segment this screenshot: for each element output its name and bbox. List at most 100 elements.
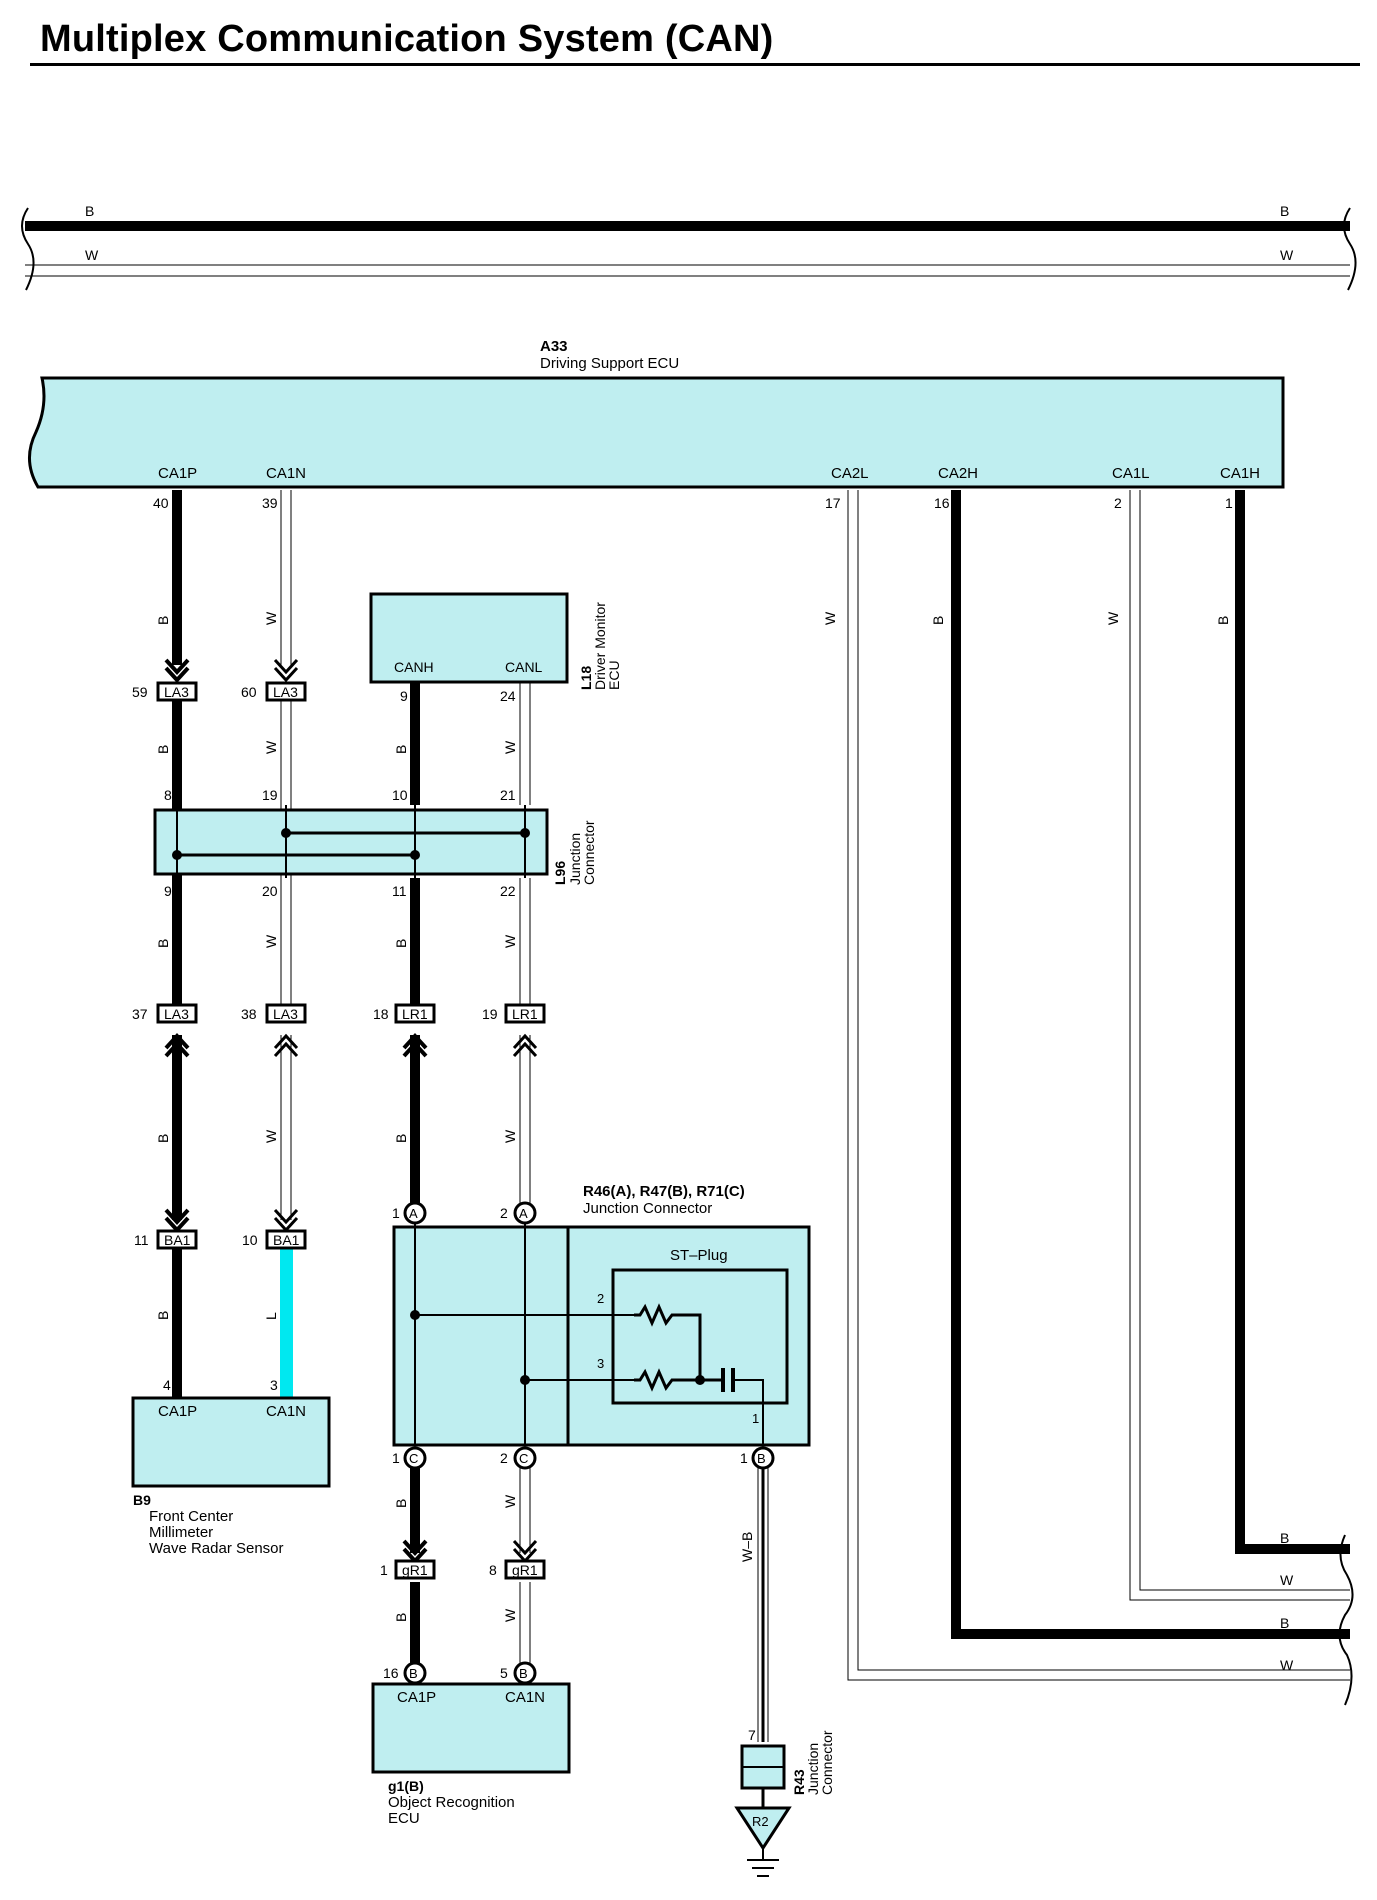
conn-la3-mid: LA3 LA3 37 38 [132,1003,307,1024]
a33-box [28,376,1285,489]
g1-object-recognition-ecu: B B 16 5 CA1P CA1N g1(B) Object Recognit… [371,1661,571,1827]
a33-pin-ca1p: CA1P [158,465,197,482]
wl-3: B [155,745,171,754]
wl-16: W [502,1129,518,1143]
ba1-label-1: BA1 [164,1232,191,1248]
wl-18: W [502,1494,518,1508]
wl-9: B [155,1311,171,1320]
wire-label-ca2h: B [930,616,946,625]
rjc-a-pin-1: 1 [392,1205,400,1221]
ba1-pin-11: 11 [134,1232,149,1248]
a33-num-39: 39 [262,495,278,511]
wl-20: W [502,1608,518,1622]
lower-wires: B W B W W–B [393,1468,769,1742]
rjc-a-letter-2: A [519,1206,528,1221]
ba1-pin-10: 10 [242,1232,258,1248]
br-label-b2: B [1280,1615,1289,1631]
r43-code: R43 [791,1769,807,1795]
a33-num-1: 1 [1225,495,1233,511]
wl-10: L [263,1312,279,1320]
l96-bot-9: 9 [164,883,172,899]
br-label-w1: W [1280,1572,1294,1588]
a33-num-17: 17 [825,495,841,511]
a33-pin-ca1h: CA1H [1220,465,1260,482]
rjc-b-letter: B [757,1451,766,1466]
resistor-1 [634,1303,702,1380]
l18-pin-24: 24 [500,688,516,704]
r43-junction: 7 R43 Junction Connector R2 [734,1727,835,1877]
la3-top-label-2: LA3 [273,684,298,700]
r43-pin-7: 7 [748,1727,756,1743]
g1-ca1p: CA1P [397,1689,436,1706]
wl-1: B [155,616,171,625]
l18-pin-9: 9 [400,688,408,704]
right-wires: W B W B B W B W [822,490,1354,1706]
ground-triangle [734,1806,792,1851]
l96-top-19: 19 [262,787,278,803]
a33-pin-ca1n: CA1N [266,465,306,482]
r43-name1: Junction [805,1743,821,1795]
l18-name2: ECU [606,660,622,690]
rjc-c-letter-2: C [519,1451,528,1466]
b9-code: B9 [133,1492,151,1508]
wl-8: W [263,1129,279,1143]
wl-12: W [502,740,518,754]
g1-pin-5: 5 [500,1665,508,1681]
l96-name2: Connector [581,820,597,885]
g1-line2: ECU [388,1810,420,1827]
wl-4: W [263,740,279,754]
rjc-a-letter-1: A [409,1206,418,1221]
b9-line2: Millimeter [149,1524,213,1541]
a33-num-16: 16 [934,495,950,511]
wl-11: B [393,745,409,754]
bus-label-w-right: W [1280,247,1294,263]
br-label-b1: B [1280,1530,1289,1546]
gr1-label-1: gR1 [402,1562,428,1578]
middle-column-wires: B W B W [393,878,538,1205]
l18-name1: Driver Monitor [592,602,608,690]
bus-label-b-right: B [1280,203,1289,219]
a33-pin-ca1l: CA1L [1112,465,1150,482]
lr1-pin-18: 18 [373,1006,389,1022]
a33-name: Driving Support ECU [540,355,679,372]
bus-label-b-left: B [85,203,94,219]
title-rule [30,63,1360,66]
b9-ca1n: CA1N [266,1403,306,1420]
wire-label-ca1l: W [1105,611,1121,625]
la3-top-pin-60: 60 [241,684,257,700]
rjc-c-pin-1: 1 [392,1450,400,1466]
l18-code: L18 [578,666,594,690]
wl-19: B [393,1613,409,1622]
rjc-name: Junction Connector [583,1200,712,1217]
la3-mid-pin-38: 38 [241,1006,257,1022]
wire-label-ca1h: B [1215,616,1231,625]
wl-14: W [502,934,518,948]
rjc-internal-2: 2 [597,1291,604,1306]
l96-top-10: 10 [392,787,408,803]
l-wire-cyan [280,1248,293,1400]
a33-num-2: 2 [1114,495,1122,511]
la3-mid-pin-37: 37 [132,1006,148,1022]
gr1-pin-8: 8 [489,1562,497,1578]
a33-ecu: A33 Driving Support ECU CA1P CA1N CA2L C… [28,338,1285,511]
conn-la3-top: LA3 LA3 59 60 [132,681,307,702]
la3-mid-label-2: LA3 [273,1006,298,1022]
g1-ca1n: CA1N [505,1689,545,1706]
wl-5: B [155,939,171,948]
l96-top-8: 8 [164,787,172,803]
lr1-label-1: LR1 [402,1006,428,1022]
rjc-code: R46(A), R47(B), R71(C) [583,1183,745,1200]
l96-junction: 8 19 10 21 9 20 11 22 L96 Junction Conne… [153,787,597,899]
l18-canl: CANL [505,659,543,675]
l96-code: L96 [552,861,568,885]
rjc-c-letter-1: C [409,1451,418,1466]
g1-letter-1: B [409,1666,418,1681]
l96-bot-22: 22 [500,883,516,899]
g1-pin-16: 16 [383,1665,399,1681]
wl-7: B [155,1134,171,1143]
l96-bot-11: 11 [392,883,407,899]
rjc-c-pin-2: 2 [500,1450,508,1466]
g1-code: g1(B) [388,1778,424,1794]
wl-wb: W–B [739,1532,755,1562]
